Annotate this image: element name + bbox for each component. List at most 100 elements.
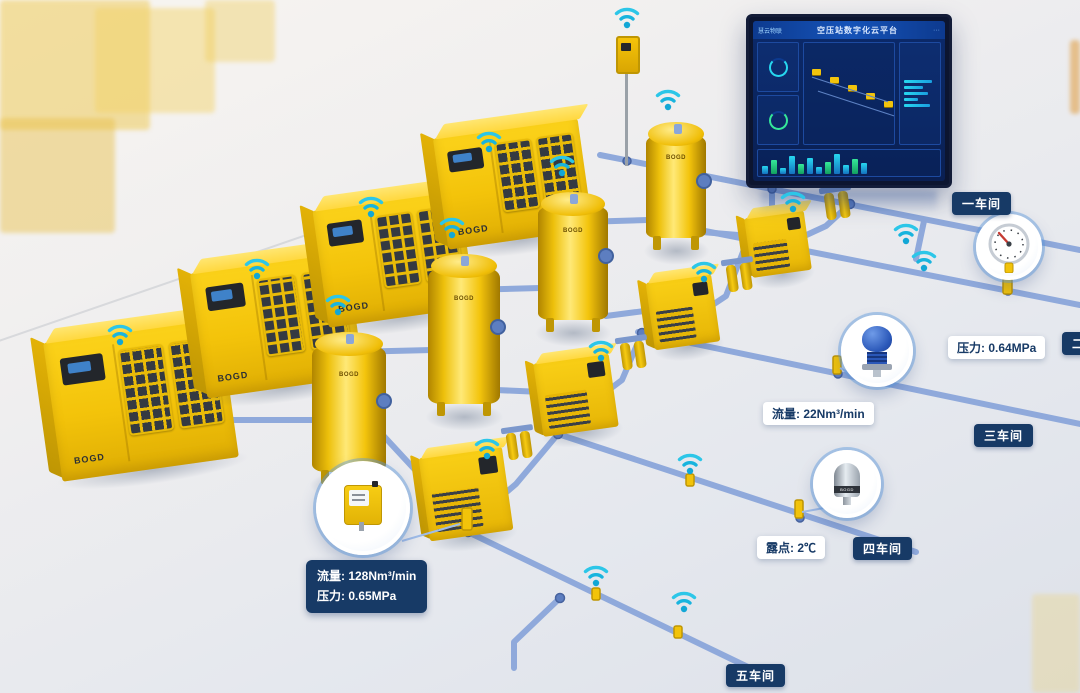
background-crate: [205, 0, 275, 62]
filter-cartridge: [633, 340, 647, 369]
filter-cartridge: [619, 342, 634, 371]
workshop-tag-text: 一车间: [962, 197, 1002, 211]
mini-compressor: [830, 77, 839, 83]
callout-pointer: [801, 507, 825, 513]
workshop-tag-text: 四车间: [863, 542, 903, 556]
tank-outlet-port: [696, 173, 712, 190]
flowmeter-stem: [832, 355, 842, 375]
pressure-gauge-label: 压力: 0.64MPa: [948, 336, 1046, 359]
line-filter-pair-3: [720, 255, 755, 295]
tank-outlet-port: [490, 318, 506, 335]
dashboard-title: 空压站数字化云平台: [817, 25, 898, 35]
pole-iot-sensor: [614, 36, 640, 168]
wifi-icon: [893, 223, 919, 246]
flow-meter-value: 流量: 22Nm³/min: [772, 407, 865, 421]
transmitter-neck: [867, 351, 887, 364]
air-receiver-tank-1: BOGD: [306, 332, 394, 500]
background-crate: [0, 0, 150, 130]
kpi-ring: [768, 57, 788, 77]
wifi-icon: [911, 250, 937, 273]
dryer-control: [692, 281, 709, 297]
dryer-control: [786, 216, 802, 231]
dew-point-callout: BOGD: [813, 450, 881, 518]
dryer-grill: [544, 389, 592, 429]
gauge-stem: [1002, 277, 1013, 295]
sensor-capsule: BOGD: [834, 463, 860, 497]
workshop-tag-1: 一车间: [952, 192, 1012, 215]
dryer-control: [477, 455, 499, 476]
dew-point-value: 露点: 2℃: [766, 541, 817, 555]
iot-sensor-box: [616, 36, 640, 74]
vent-grille: [117, 343, 175, 436]
brand-label: BOGD: [339, 371, 359, 378]
wifi-icon: [677, 453, 703, 476]
v-bar: [798, 164, 804, 174]
mini-compressor: [812, 69, 821, 75]
background-crate: [1070, 40, 1080, 114]
workshop-tag-5: 五车间: [726, 664, 786, 687]
sensor-pole: [625, 70, 628, 166]
tank-outlet-port: [598, 248, 614, 264]
v-bar: [807, 158, 813, 174]
kpi-gauge: [757, 42, 799, 92]
filter-cartridge: [739, 262, 753, 291]
dryer-control: [586, 361, 606, 379]
dryer-body: [744, 210, 812, 278]
tank-valve: [461, 256, 470, 266]
mini-compressor: [848, 85, 857, 91]
workshop-tag-2: 二车间: [1062, 332, 1080, 355]
flow-value: 流量: 128Nm³/min: [317, 569, 417, 583]
air-dryer-3: [636, 263, 730, 367]
wifi-icon: [583, 565, 609, 588]
sensor-stem: [359, 522, 364, 531]
v-bar: [834, 154, 840, 174]
flow-pressure-label: 流量: 128Nm³/min 压力: 0.65MPa: [306, 560, 428, 613]
v-bar: [852, 159, 858, 174]
dryer-body: [645, 273, 721, 351]
line-filter-pair-2: [614, 333, 649, 373]
dewpoint-stem: [794, 499, 804, 519]
brand-label: BOGD: [454, 296, 474, 303]
brand-label: BOGD: [73, 451, 106, 466]
kpi-gauge: [757, 95, 799, 145]
dashboard-monitor: 慧云物联 空压站数字化云平台 ···: [746, 14, 952, 188]
air-receiver-tank-2: BOGD: [422, 254, 508, 432]
v-bar: [843, 165, 849, 174]
sensor-band: BOGD: [834, 486, 860, 493]
flow-sensor-device: [344, 481, 382, 531]
h-bar: [904, 80, 933, 83]
workshop-tag-text: 二车间: [1072, 337, 1080, 351]
tank-body: [646, 135, 706, 238]
air-dryer-2: [524, 342, 629, 454]
flow-meter-device: [862, 325, 892, 377]
sensor-antenna: [372, 481, 378, 487]
dashboard-kpi-column: [757, 42, 799, 145]
air-dryer-1: [409, 436, 524, 559]
dashboard-bar-panel: [899, 42, 941, 145]
filter-cartridge: [505, 432, 520, 461]
tank-leg: [690, 236, 699, 250]
tank-body: [312, 345, 386, 472]
sensor-tip: [843, 497, 851, 505]
pressure-gauge-value: 压力: 0.64MPa: [957, 341, 1037, 355]
workshop-tag-text: 三车间: [984, 429, 1024, 443]
dashboard-bars-column: [899, 42, 941, 145]
tank-body: [428, 267, 500, 404]
tank-valve: [346, 334, 355, 344]
compressor-control-screen: [204, 282, 246, 312]
brand-label: BOGD: [563, 228, 583, 235]
dashboard-header: 慧云物联 空压站数字化云平台 ···: [753, 21, 945, 39]
sensor-screen: [349, 490, 369, 506]
pressure-gauge-callout: [976, 214, 1042, 280]
mini-compressor: [884, 101, 893, 107]
wifi-icon: [655, 89, 681, 112]
compressor-control-screen: [59, 353, 106, 386]
background-crate: [0, 118, 115, 233]
v-bar: [771, 160, 777, 174]
v-bar: [762, 166, 768, 174]
tank-leg: [320, 470, 329, 484]
tank-leg: [483, 402, 492, 416]
dew-point-device: BOGD: [834, 463, 860, 505]
v-bar: [789, 156, 795, 174]
